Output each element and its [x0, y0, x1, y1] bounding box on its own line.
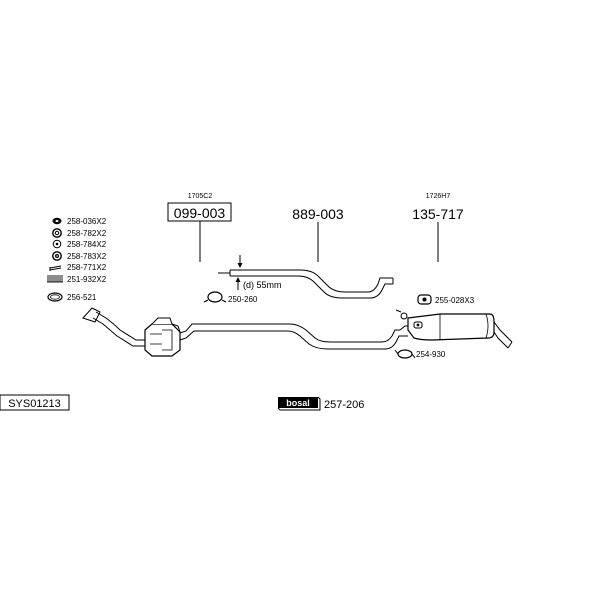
fittings-list: 258-036X2 258-782X2 258-784X2 258-783X2 …: [47, 217, 107, 302]
brand-part-number: 257-206: [324, 399, 364, 411]
fitting-label: 258-782X2: [67, 229, 107, 238]
front-pipe-number: 099-003: [174, 205, 226, 221]
front-gasket-label: 256-521: [67, 293, 97, 302]
fitting-label: 258-784X2: [67, 240, 107, 249]
middle-pipe-drawing: [218, 255, 394, 299]
arrow-up-icon: [235, 277, 241, 290]
rear-silencer-number: 135-717: [412, 206, 464, 222]
system-code-box: [0, 394, 70, 411]
washer-icon: [52, 239, 62, 249]
clamp-icon: [203, 291, 227, 303]
spring-icon: [47, 275, 63, 283]
fitting-label: 258-771X2: [67, 263, 107, 272]
clamp-label: 250-260: [228, 295, 258, 304]
rear-clamp-icon: [394, 349, 416, 359]
rear-clamp-label: 254-930: [416, 350, 446, 359]
rubber-mount-icon: [52, 217, 62, 225]
rear-silencer-ref: 1726H7: [426, 193, 451, 200]
front-pipe-drawing: [82, 307, 400, 357]
fitting-label: 258-783X2: [67, 252, 107, 261]
rear-mount-label: 255-028X3: [435, 296, 475, 305]
rear-mount-icon: [417, 294, 432, 305]
lock-nut-icon: [52, 251, 62, 261]
bosal-logo: bosal: [277, 396, 321, 411]
bolt-icon: [49, 265, 62, 271]
pipe-diameter-label: (d) 55mm: [243, 280, 282, 290]
fitting-label: 251-932X2: [67, 275, 107, 284]
rear-silencer-drawing: [395, 309, 513, 349]
front-pipe-ref: 1705C2: [188, 193, 213, 200]
nut-icon: [52, 228, 62, 238]
arrow-down-icon: [237, 255, 243, 268]
brand-name: bosal: [286, 398, 310, 408]
system-code: SYS01213: [8, 398, 61, 410]
catalytic-converter: [144, 317, 181, 357]
mount-rubber-icon: [413, 321, 423, 329]
middle-pipe-number: 889-003: [292, 206, 344, 222]
gasket-icon: [47, 292, 63, 302]
hanger-icon: [395, 309, 408, 320]
fitting-label: 258-036X2: [67, 217, 107, 226]
